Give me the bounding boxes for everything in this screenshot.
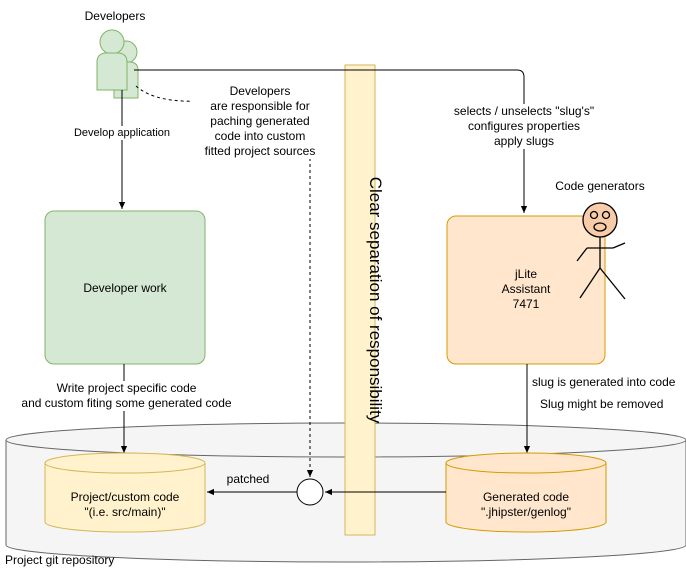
generated-code-line: ".jhipster/genlog"	[481, 505, 571, 519]
separation-label-text: Clear separation of responsibility	[366, 176, 385, 424]
project-code-label: Project/custom code "(i.e. src/main)"	[45, 490, 205, 520]
repository-label: Project git repository	[5, 553, 115, 567]
selects-note-line: apply slugs	[493, 134, 555, 148]
develop-application-label: Develop application	[62, 126, 182, 140]
generated-code-line: Generated code	[482, 490, 570, 504]
developer-work-label: Developer work	[83, 281, 167, 295]
jlite-assistant-label: jLite Assistant 7471	[447, 267, 605, 312]
developers-note-line: paching generated	[210, 114, 310, 128]
jlite-label-line: jLite	[514, 267, 537, 281]
generated-code-cylinder	[445, 452, 607, 533]
slug-generated-label: slug is generated into code	[532, 375, 682, 390]
developers-title: Developers	[84, 9, 146, 23]
code-generators-actor-icon	[576, 202, 626, 300]
developers-note-line: Developers	[229, 84, 291, 98]
separation-band	[344, 64, 376, 536]
selects-note: selects / unselects "slug's" configures …	[444, 104, 604, 149]
code-generators-label: Code generators	[555, 179, 645, 193]
project-code-cylinder	[44, 452, 206, 533]
patched-label: patched	[226, 472, 270, 486]
write-code-line: Write project specific code	[56, 381, 197, 395]
selects-note-line: selects / unselects "slug's"	[453, 104, 595, 118]
project-code-line: "(i.e. src/main)"	[84, 505, 166, 519]
project-code-line: Project/custom code	[70, 490, 180, 504]
jlite-label-line: 7471	[512, 297, 540, 311]
patch-junction	[296, 478, 324, 506]
write-code-label: Write project specific code and custom f…	[14, 381, 239, 411]
developers-note-line: are responsible for	[210, 99, 310, 113]
developers-icon	[96, 29, 139, 99]
selects-note-line: configures properties	[467, 119, 581, 133]
developers-note-line: fitted project sources	[204, 144, 316, 158]
write-code-line: and custom fiting some generated code	[21, 396, 232, 410]
edge-selects-slugs	[134, 69, 528, 213]
developers-note: Developers are responsible for paching g…	[190, 84, 330, 159]
separation-label: Clear separation of responsibility	[325, 160, 425, 440]
jlite-assistant-box	[446, 215, 606, 365]
developers-note-line: code into custom	[214, 129, 306, 143]
jlite-label-line: Assistant	[501, 282, 551, 296]
developer-work-box	[44, 210, 206, 365]
generated-code-label: Generated code ".jhipster/genlog"	[446, 490, 606, 520]
slug-removed-label: Slug might be removed	[540, 397, 680, 412]
